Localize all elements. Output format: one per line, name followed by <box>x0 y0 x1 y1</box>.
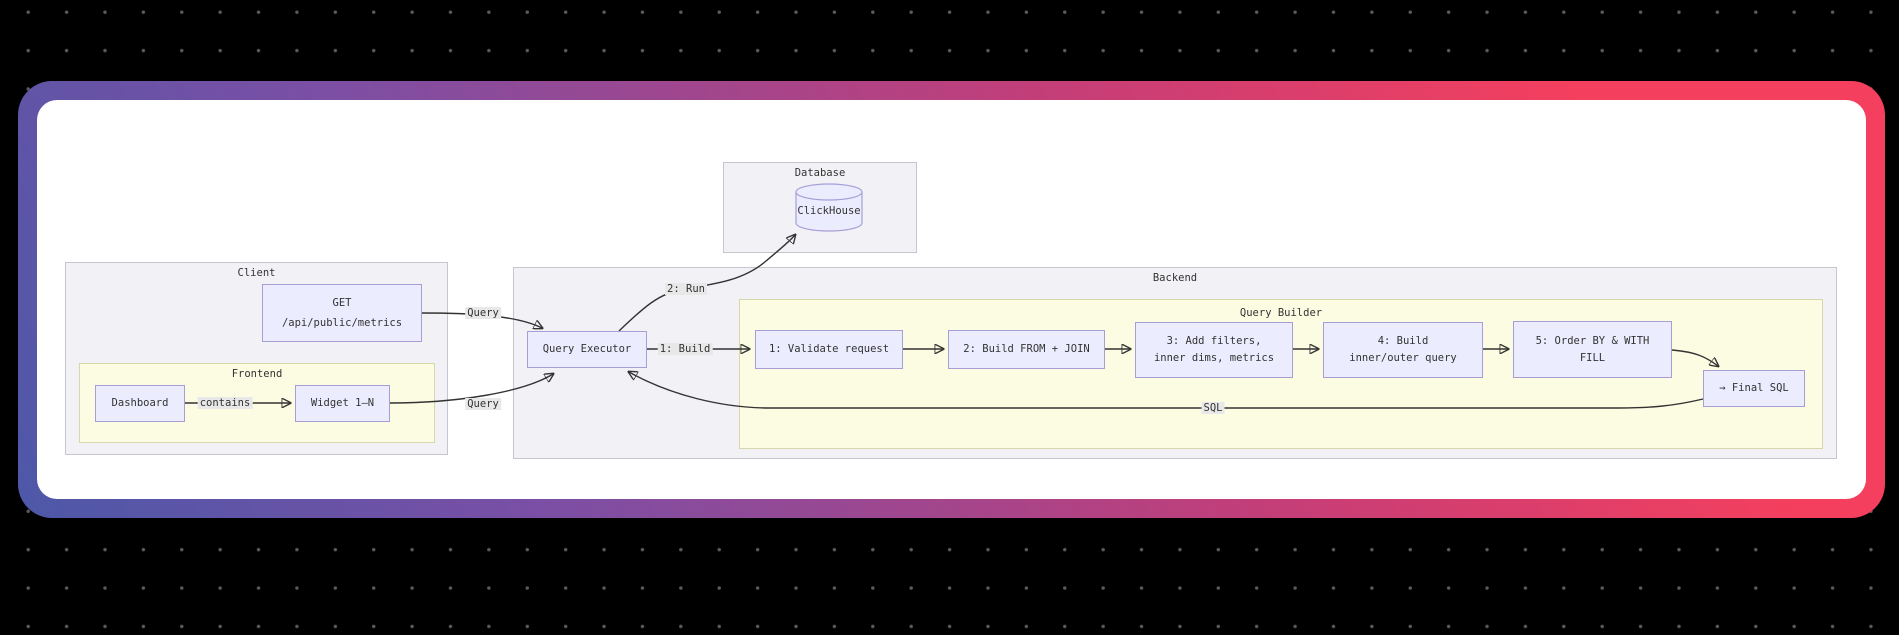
node-widget: Widget 1–N <box>295 385 390 422</box>
node-dashboard: Dashboard <box>95 385 185 422</box>
node-step-5-line1: 5: Order BY & WITH <box>1535 334 1650 347</box>
database-cylinder-icon <box>795 183 863 232</box>
node-final-sql: → Final SQL <box>1703 370 1805 407</box>
group-frontend-title: Frontend <box>231 368 283 380</box>
node-step-3-add-filters: 3: Add filters, inner dims, metrics <box>1135 322 1293 378</box>
node-query-executor: Query Executor <box>527 331 647 368</box>
node-step-5-order-by-with-fill: 5: Order BY & WITH FILL <box>1513 321 1672 378</box>
node-final-sql-label: → Final SQL <box>1719 382 1789 394</box>
node-step-1-label: 1: Validate request <box>768 343 890 355</box>
node-get-endpoint-line2: /api/public/metrics <box>281 317 403 329</box>
node-step-1-validate: 1: Validate request <box>755 330 903 369</box>
node-widget-label: Widget 1–N <box>310 397 375 409</box>
node-clickhouse-label: ClickHouse <box>797 205 861 217</box>
edge-label-contains: contains <box>197 397 253 409</box>
edge-final-sql-to-executor <box>629 372 1704 409</box>
node-dashboard-label: Dashboard <box>111 397 169 409</box>
edge-widget-to-executor <box>389 374 553 404</box>
group-database: Database <box>723 162 917 253</box>
group-client-title: Client <box>237 267 276 279</box>
edge-step5-to-final <box>1671 349 1718 366</box>
node-step-2-build-from-join: 2: Build FROM + JOIN <box>948 330 1105 369</box>
node-clickhouse: ClickHouse <box>795 183 863 232</box>
node-query-executor-label: Query Executor <box>542 343 632 355</box>
node-get-endpoint: GET /api/public/metrics <box>262 284 422 342</box>
edge-label-run: 2: Run <box>665 283 707 295</box>
node-step-3-line2: inner dims, metrics <box>1153 352 1275 364</box>
node-step-5-line2: FILL <box>1579 351 1606 364</box>
node-step-4-line2: inner/outer query <box>1349 352 1457 364</box>
edge-executor-to-clickhouse <box>618 235 795 332</box>
node-get-endpoint-line1: GET <box>332 297 352 309</box>
node-step-4-inner-outer-query: 4: Build inner/outer query <box>1323 322 1483 378</box>
edge-label-sql: SQL <box>1201 402 1225 414</box>
group-database-title: Database <box>794 167 846 179</box>
node-step-4-line1: 4: Build <box>1377 335 1429 347</box>
group-backend-title: Backend <box>1152 272 1198 284</box>
node-step-3-line1: 3: Add filters, <box>1166 335 1262 347</box>
edge-label-query-bottom: Query <box>465 398 501 410</box>
node-step-2-label: 2: Build FROM + JOIN <box>963 343 1090 355</box>
group-query-builder-title: Query Builder <box>1239 307 1323 319</box>
edge-label-build: 1: Build <box>657 343 713 355</box>
edge-label-query-top: Query <box>465 307 501 319</box>
